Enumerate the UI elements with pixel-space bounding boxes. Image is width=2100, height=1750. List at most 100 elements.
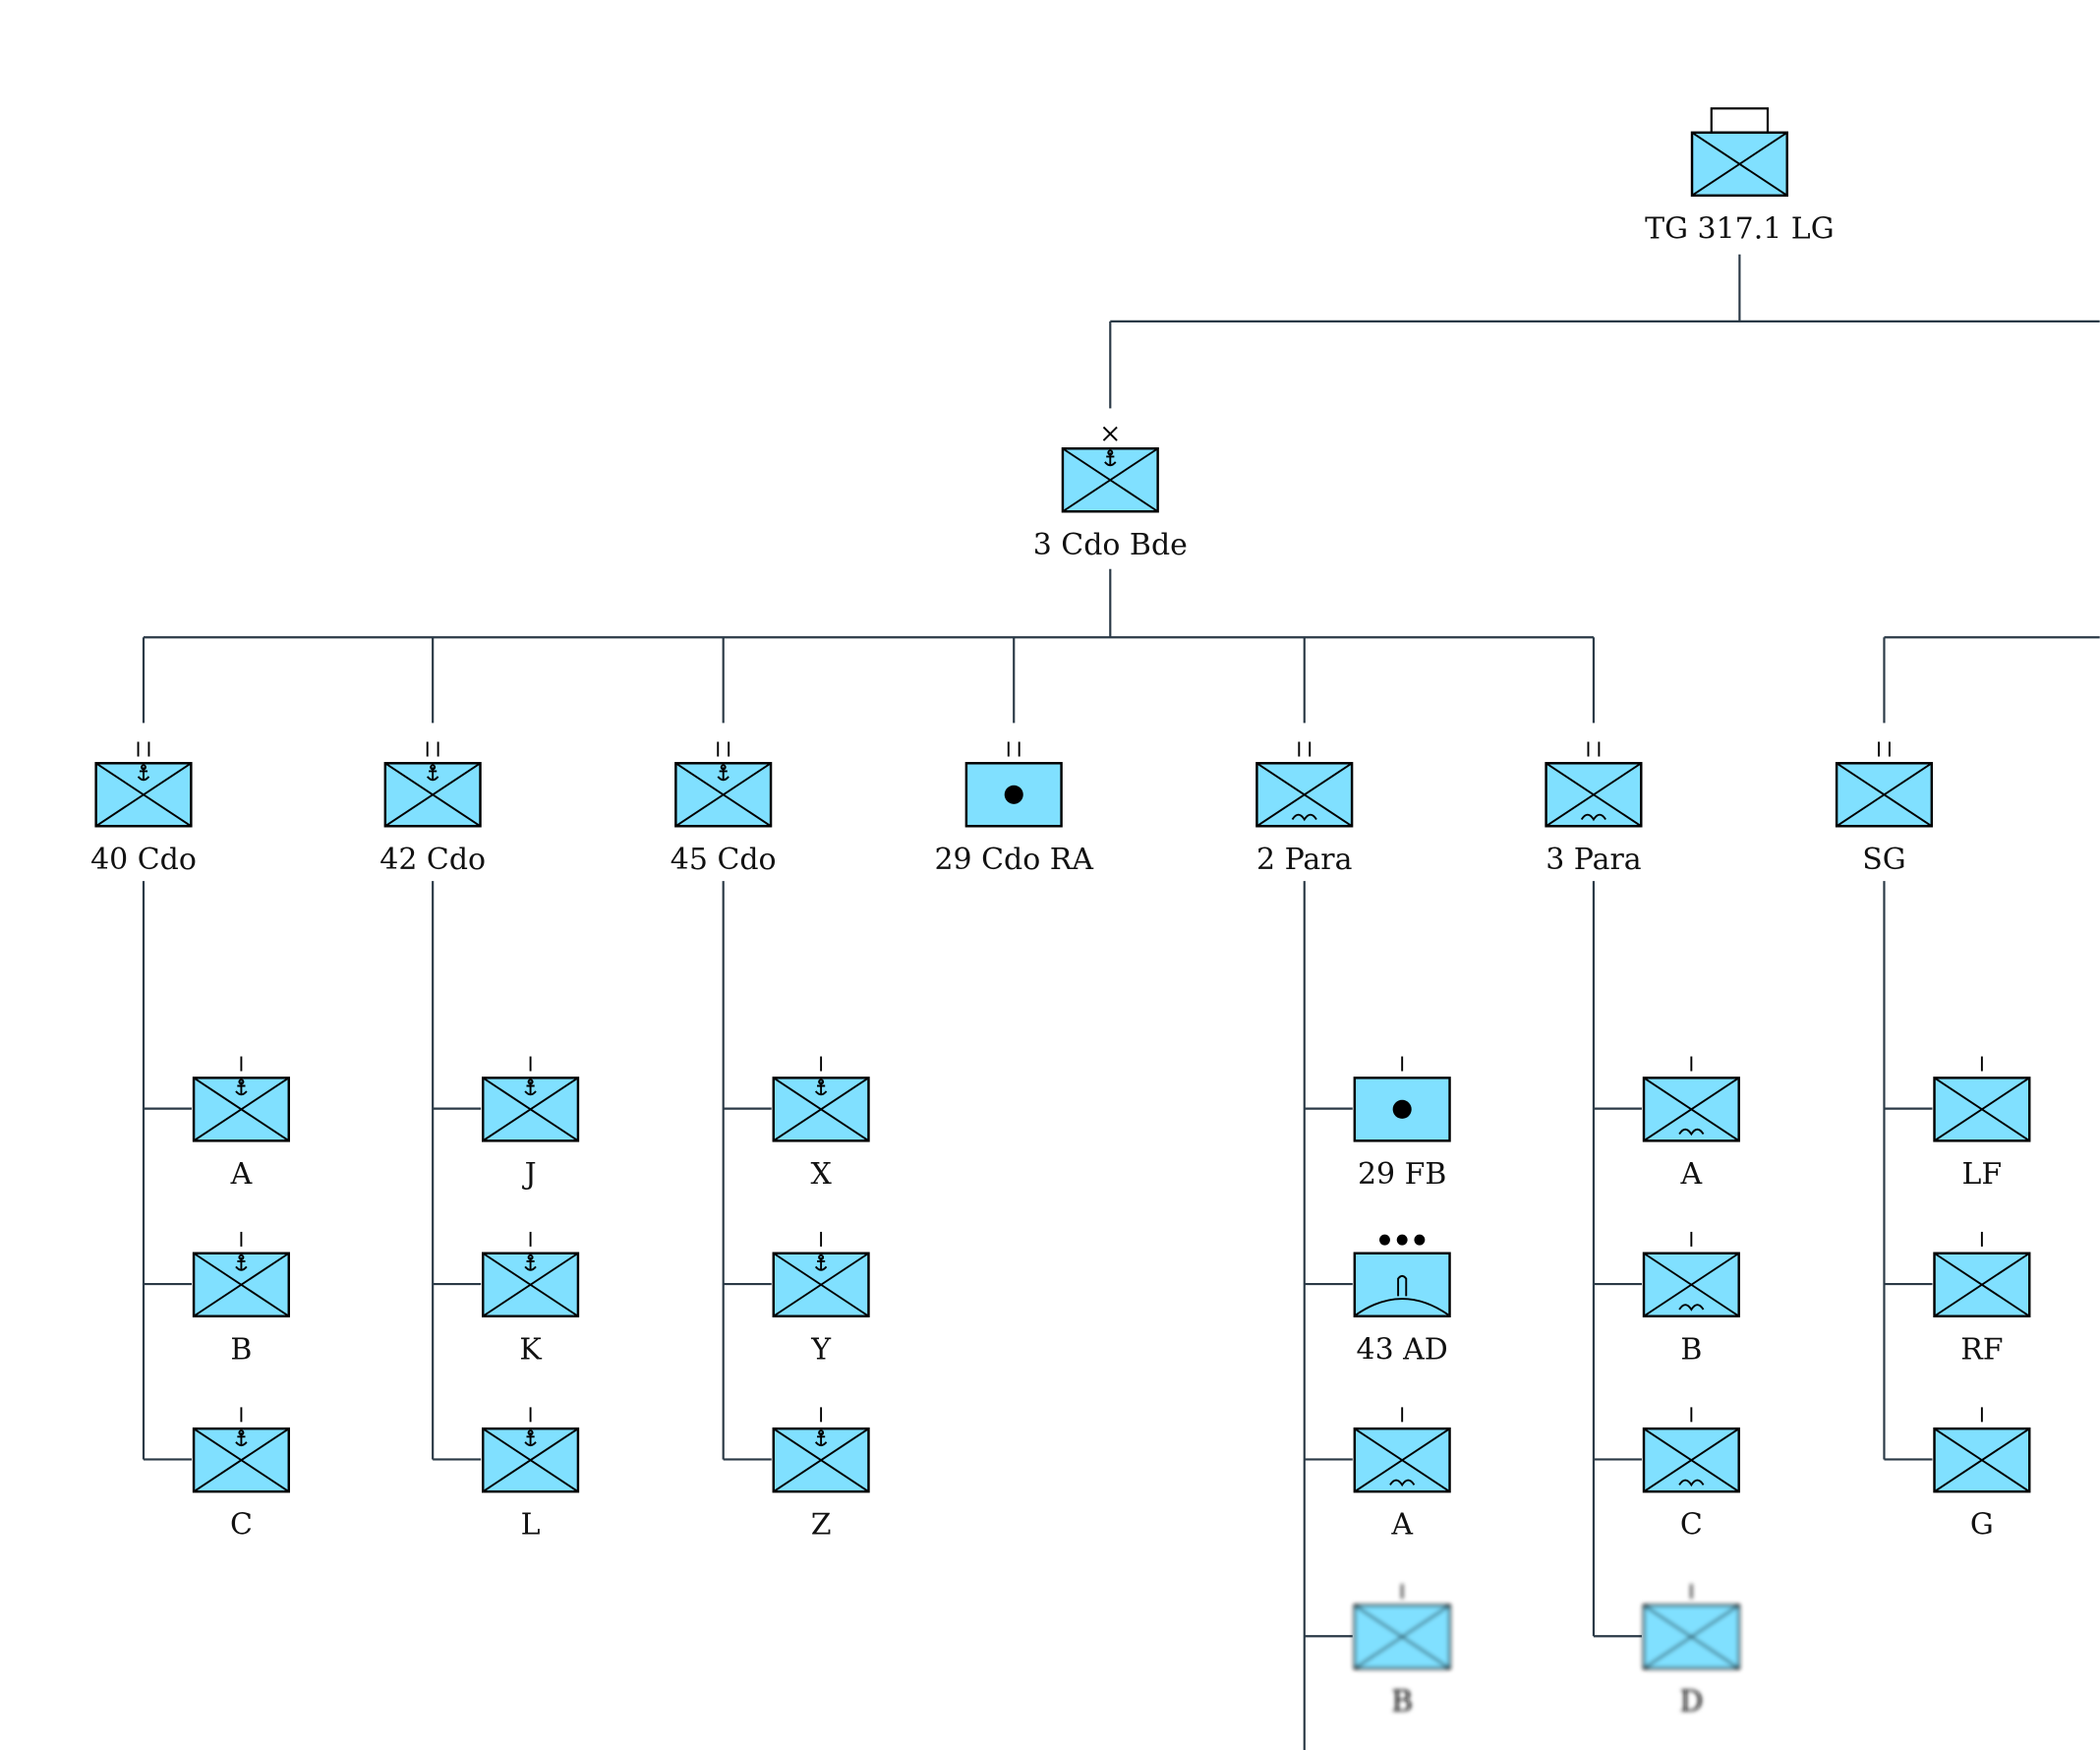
infantry-cross-icon (1934, 1252, 2030, 1317)
infantry-cross-icon (773, 1252, 869, 1317)
unit-symbol[interactable]: Z (772, 1407, 870, 1543)
unit-symbol[interactable]: 45 Cdo (671, 741, 777, 877)
brigade-echelon-icon (1102, 426, 1118, 441)
infantry-cross-icon (384, 762, 482, 828)
unit-label: 2 Para (1256, 843, 1353, 877)
unit-label: 42 Cdo (379, 843, 486, 877)
unit-label: D (1679, 1685, 1703, 1720)
unit-symbol[interactable]: K (482, 1231, 580, 1367)
anchor-ring (430, 764, 437, 771)
airborne-icon (1291, 813, 1317, 822)
airborne-icon (1389, 1479, 1416, 1488)
battery-echelon-dot (1396, 1234, 1408, 1246)
battalion-echelon-icon (1587, 741, 1601, 757)
artillery-dot-icon (1004, 785, 1023, 804)
anchor-ring (818, 1429, 825, 1436)
artillery-dot-icon (1392, 1099, 1412, 1119)
unit-symbol[interactable]: C (1642, 1407, 1740, 1543)
unit-label: J (522, 1157, 537, 1192)
unit-symbol[interactable]: G (1933, 1407, 2031, 1543)
infantry-cross-icon (1643, 1252, 1740, 1317)
infantry-cross-icon (1354, 1428, 1451, 1492)
unit-label: 45 Cdo (671, 843, 777, 877)
infantry-cross-icon (193, 1077, 290, 1142)
unit-symbol[interactable]: 29 Cdo RA (934, 741, 1093, 877)
unit-symbol[interactable]: 2 Para (1255, 741, 1354, 877)
unit-symbol[interactable]: B (1353, 1584, 1451, 1720)
airborne-icon (1678, 1128, 1705, 1137)
infantry-cross-icon (1546, 762, 1642, 828)
anchor-ring (527, 1079, 534, 1085)
unit-label: SG (1862, 843, 1905, 877)
unit-label: C (1680, 1508, 1703, 1543)
infantry-cross-icon (1255, 762, 1353, 828)
unit-symbol[interactable]: 40 Cdo (90, 741, 197, 877)
battalion-echelon-icon (1007, 741, 1021, 757)
anchor-ring (238, 1254, 245, 1260)
unit-label: LF (1962, 1157, 2003, 1192)
battalion-echelon-icon (137, 741, 150, 757)
anchor-ring (527, 1429, 534, 1436)
infantry-cross-icon (1691, 132, 1788, 197)
unit-label: K (519, 1332, 542, 1367)
anchor-ring (1107, 449, 1114, 456)
missile-icon (1397, 1274, 1408, 1297)
unit-symbol[interactable]: 3 Cdo Bde (1033, 426, 1188, 562)
unit-symbol[interactable]: SG (1835, 741, 1934, 877)
unit-label: 40 Cdo (90, 843, 197, 877)
unit-symbol[interactable]: C (192, 1407, 290, 1543)
battery-echelon-dot (1379, 1234, 1390, 1246)
unit-symbol[interactable]: TG 317.1 LG (1645, 107, 1835, 246)
anchor-ring (527, 1254, 534, 1260)
unit-label: A (230, 1157, 253, 1192)
anchor-ring (140, 764, 146, 771)
infantry-cross-icon (674, 762, 772, 828)
unit-label: 29 Cdo RA (934, 843, 1093, 877)
battalion-echelon-icon (717, 741, 730, 757)
unit-symbol[interactable]: Y (772, 1231, 870, 1367)
infantry-cross-icon (193, 1428, 290, 1492)
unit-symbol[interactable]: 43 AD (1353, 1234, 1451, 1368)
infantry-cross-icon (482, 1077, 579, 1142)
unit-label: B (1680, 1332, 1702, 1367)
unit-symbol[interactable]: B (192, 1231, 290, 1367)
unit-symbol[interactable]: D (1642, 1584, 1740, 1720)
unit-symbol[interactable]: L (482, 1407, 580, 1543)
unit-symbol[interactable]: LF (1933, 1056, 2031, 1192)
unit-label: 3 Cdo Bde (1033, 528, 1188, 562)
infantry-cross-icon (482, 1252, 579, 1317)
unit-label: Z (811, 1508, 832, 1543)
infantry-cross-icon (1062, 447, 1159, 513)
unit-symbol[interactable]: 3 Para (1545, 741, 1643, 877)
infantry-cross-icon (1643, 1077, 1740, 1142)
airborne-icon (1580, 813, 1606, 822)
unit-label: G (1970, 1508, 1994, 1543)
airborne-icon (1678, 1479, 1705, 1488)
unit-label: Y (810, 1332, 832, 1367)
unit-symbol[interactable]: A (1353, 1407, 1451, 1543)
unit-label: RF (1960, 1332, 2003, 1367)
unit-label: TG 317.1 LG (1645, 211, 1835, 246)
infantry-cross-icon (482, 1428, 579, 1492)
unit-symbol[interactable]: 29 FB (1353, 1056, 1451, 1192)
unit-label: 3 Para (1546, 843, 1642, 877)
unit-label: C (230, 1508, 253, 1543)
unit-symbol[interactable]: J (482, 1056, 580, 1192)
air-defence-dome-icon (1355, 1298, 1449, 1316)
unit-label: 29 FB (1358, 1157, 1446, 1192)
unit-symbol[interactable]: B (1642, 1231, 1740, 1367)
unit-symbol[interactable]: A (1642, 1056, 1740, 1192)
hq-tab-icon (1710, 107, 1770, 134)
unit-label: A (1390, 1508, 1413, 1543)
unit-symbol[interactable]: A (192, 1056, 290, 1192)
unit-symbol[interactable]: RF (1933, 1231, 2031, 1367)
unit-symbol[interactable]: 42 Cdo (379, 741, 486, 877)
infantry-cross-icon (193, 1252, 290, 1317)
unit-label: L (521, 1508, 541, 1543)
unit-symbol[interactable]: X (772, 1056, 870, 1192)
battalion-echelon-icon (426, 741, 439, 757)
unit-label: A (1680, 1157, 1703, 1192)
infantry-cross-icon (1643, 1604, 1740, 1669)
infantry-cross-icon (1934, 1428, 2030, 1492)
